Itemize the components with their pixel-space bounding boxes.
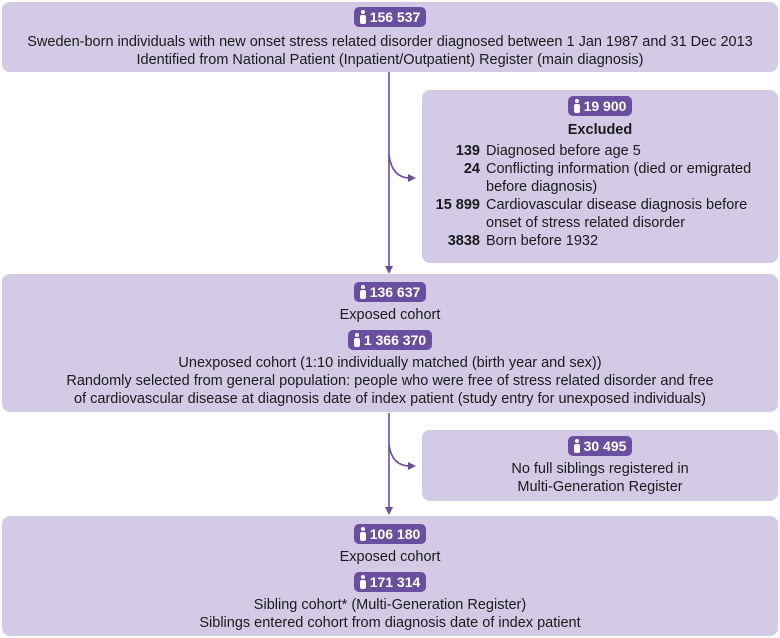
count-badge: 30 495 [567, 436, 633, 456]
count-badge: 106 180 [353, 524, 427, 544]
person-icon [573, 99, 580, 113]
sibling-line-1: Sibling cohort* (Multi-Generation Regist… [253, 597, 527, 613]
badge-count: 171 314 [369, 574, 421, 590]
excluded-box: 30 495 No full siblings registered in Mu… [422, 430, 778, 501]
count-badge: 136 637 [353, 282, 427, 302]
excluded2-line-2: Multi-Generation Register [517, 479, 683, 495]
exposed-cohort-label: Exposed cohort [339, 549, 441, 565]
badge-count: 1 366 370 [363, 332, 427, 348]
arrow-to-excluded2 [388, 444, 416, 470]
person-icon [359, 10, 366, 24]
badge-count: 19 900 [583, 98, 627, 114]
count-badge: 19 900 [567, 96, 633, 116]
excluded2-line-1: No full siblings registered in [511, 461, 689, 477]
count-badge: 156 537 [353, 7, 427, 27]
badge-count: 30 495 [583, 438, 627, 454]
badge-count: 136 637 [369, 284, 421, 300]
source-population-box: 156 537 Sweden-born individuals with new… [2, 2, 778, 72]
sibling-cohort-box: 106 180 Exposed cohort 171 314 Sibling c… [2, 516, 778, 636]
exposed-cohort-label: Exposed cohort [339, 307, 441, 323]
count-badge: 171 314 [353, 572, 427, 592]
cohort-box: 136 637 Exposed cohort 1 366 370 Unexpos… [2, 274, 778, 412]
box1-line-1: Sweden-born individuals with new onset s… [27, 34, 753, 50]
unexposed-line-1: Unexposed cohort (1:10 individually matc… [178, 355, 602, 371]
arrow-to-excluded1 [388, 154, 416, 182]
unexposed-line-3: of cardiovascular disease at diagnosis d… [74, 391, 706, 407]
badge-count: 156 537 [369, 9, 421, 25]
person-icon [573, 439, 580, 453]
unexposed-line-2: Randomly selected from general populatio… [66, 373, 714, 389]
person-icon [353, 333, 360, 347]
sibling-line-2: Siblings entered cohort from diagnosis d… [199, 615, 581, 631]
person-icon [359, 575, 366, 589]
person-icon [359, 527, 366, 541]
count-badge: 1 366 370 [347, 330, 433, 350]
excluded-title: Excluded [567, 122, 633, 138]
badge-count: 106 180 [369, 526, 421, 542]
person-icon [359, 285, 366, 299]
box1-line-2: Identified from National Patient (Inpati… [136, 52, 644, 68]
